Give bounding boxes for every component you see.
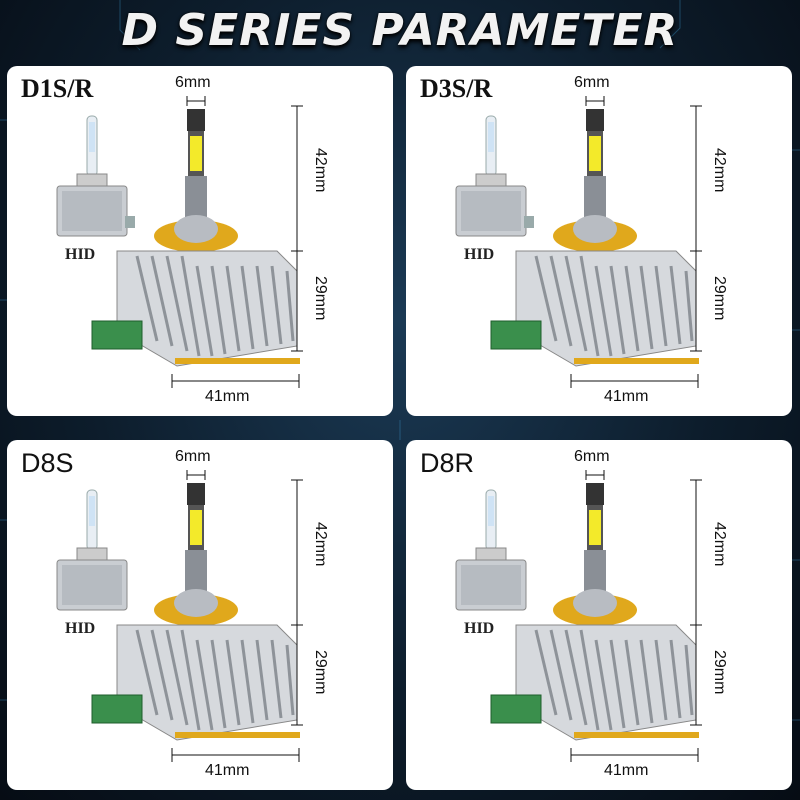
dim-base-width: 41mm — [205, 762, 250, 779]
bulb-illustration — [56, 96, 303, 388]
panel-d8s: D8S HID 6mm 42mm 29mm 41mm — [7, 440, 393, 790]
hid-label: HID — [65, 620, 96, 637]
hid-label: HID — [65, 246, 96, 263]
led-bulb-icon — [91, 109, 300, 367]
dim-lower-height: 29mm — [312, 276, 329, 321]
dim-base-width: 41mm — [604, 388, 649, 405]
dim-upper-height: 42mm — [312, 148, 329, 193]
led-bulb-icon — [91, 483, 300, 741]
panel-d3s-r: D3S/R HID 6mm 42mm 29mm 41mm — [406, 66, 792, 416]
dim-upper-height: 42mm — [711, 148, 728, 193]
hid-bulb-icon — [455, 489, 527, 611]
dim-top-width: 6mm — [574, 74, 610, 91]
bulb-illustration — [455, 96, 702, 388]
hid-label: HID — [464, 246, 495, 263]
hid-bulb-icon — [455, 115, 534, 237]
hid-label: HID — [464, 620, 495, 637]
page-title: D SERIES PARAMETER — [121, 5, 679, 56]
hid-bulb-icon — [56, 115, 135, 237]
bulb-illustration — [455, 470, 702, 762]
dim-base-width: 41mm — [604, 762, 649, 779]
led-bulb-icon — [490, 483, 699, 741]
panel-d8r: D8R HID 6mm 42mm 29mm 41mm — [406, 440, 792, 790]
dim-lower-height: 29mm — [711, 276, 728, 321]
panel-d1s-r: D1S/R HID 6mm 42mm 29mm 41mm — [7, 66, 393, 416]
dim-upper-height: 42mm — [312, 522, 329, 567]
model-label: D8S — [21, 448, 74, 478]
dim-lower-height: 29mm — [312, 650, 329, 695]
model-label: D1S/R — [21, 74, 94, 103]
model-label: D3S/R — [420, 74, 493, 103]
led-bulb-icon — [490, 109, 699, 367]
dim-lower-height: 29mm — [711, 650, 728, 695]
dim-upper-height: 42mm — [711, 522, 728, 567]
dim-top-width: 6mm — [175, 74, 211, 91]
dim-top-width: 6mm — [175, 448, 211, 465]
hid-bulb-icon — [56, 489, 128, 611]
bulb-illustration — [56, 470, 303, 762]
dim-base-width: 41mm — [205, 388, 250, 405]
model-label: D8R — [420, 448, 475, 478]
dim-top-width: 6mm — [574, 448, 610, 465]
